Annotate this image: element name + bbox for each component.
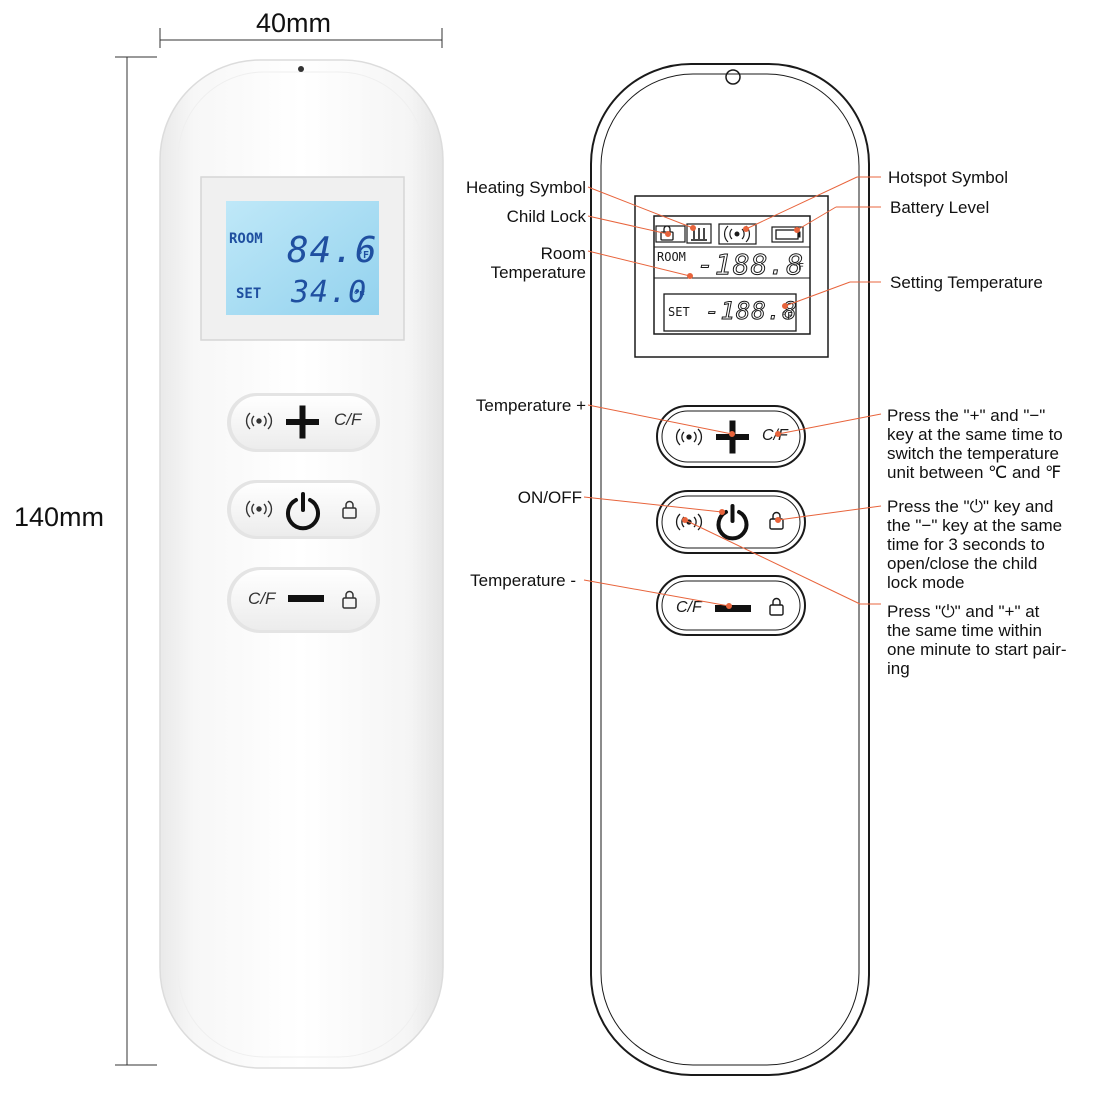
height-dimension-label: 140mm [14,502,105,532]
photo-lcd-set-label: SET [236,286,262,302]
width-dimension-label: 40mm [256,8,332,38]
battery-level-label: Battery Level [890,198,990,217]
plus-icon [716,420,749,454]
photo-cf-button-label-bottom[interactable]: C/F [248,589,276,608]
child-lock-label: Child Lock [506,207,586,226]
heating-symbol-label: Heating Symbol [465,178,586,197]
sketch-minus-button [656,575,806,636]
photo-lcd-set-unit: °F [353,290,366,301]
sketch-lcd-room-label: ROOM [657,250,686,264]
sketch-remote-body [590,63,870,1076]
sketch-cf-button-label-bottom[interactable]: C/F [676,599,702,616]
sketch-lcd-set-digits: -188.8 [705,297,798,326]
hotspot-symbol-label: Hotspot Symbol [888,168,1008,187]
child-lock-icon-box [655,225,686,243]
sketch-ir-window [725,69,741,85]
sketch-lcd-room-digits: -188.8 [696,248,805,282]
child-lock-mode-note: Press the "⏻" key and the "−" key at the… [887,497,1063,592]
sketch-lcd-room-unit: °F [792,262,805,273]
photo-cf-button-label[interactable]: C/F [334,410,362,429]
room-temperature-label: Room Temperature [490,244,586,282]
temperature-minus-label: Temperature - [470,571,576,590]
hotspot-icon-box [718,223,757,245]
signal-icon [675,428,703,446]
lcd-screen [226,201,379,315]
sketch-cf-button-label[interactable]: C/F [762,427,788,444]
photo-lcd-room-unit: °F [357,250,370,261]
signal-icon [245,412,273,430]
on-off-label: ON/OFF [517,488,582,507]
sketch-lcd-screen [653,215,811,335]
power-icon [716,504,749,541]
battery-icon-box [771,226,804,243]
lock-icon [342,500,357,519]
heating-icon-box [686,223,712,244]
sketch-lcd-set-unit: °F [781,311,794,322]
power-icon [286,492,320,531]
lock-icon [342,590,357,609]
minus-icon [288,595,324,602]
sketch-lcd-frame [634,195,829,358]
signal-icon [245,500,273,518]
minus-icon [715,605,751,612]
sketch-lcd-set-label: SET [668,305,690,319]
temperature-plus-label: Temperature + [475,396,586,415]
photo-lcd-room-label: ROOM [229,231,263,247]
ir-window-dot [298,66,304,72]
pairing-note: Press "⏻" and "+" at the same time withi… [887,602,1067,678]
plus-icon [286,405,319,439]
switch-unit-note: Press the "+" and "−" key at the same ti… [887,406,1063,482]
setting-temperature-label: Setting Temperature [890,273,1043,292]
sketch-power-button [656,490,806,554]
sketch-plus-button [656,405,806,468]
lock-icon [769,597,784,616]
photo-lcd-set-value: 34.0 [291,275,368,310]
photo-lcd-room-value: 84.6 [287,230,378,271]
